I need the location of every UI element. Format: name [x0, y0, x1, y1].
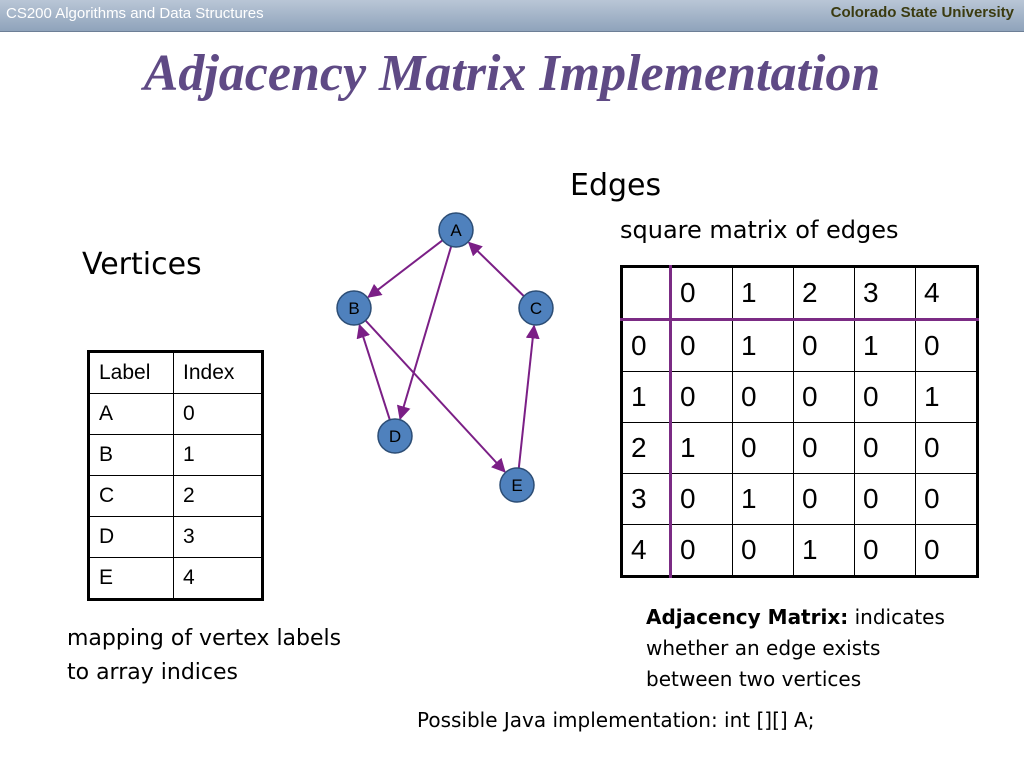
graph-node-circle: [336, 290, 372, 326]
table-cell: B: [88, 434, 174, 476]
graph-node-a: A: [438, 212, 474, 248]
matrix-cell: 1: [915, 371, 978, 423]
matrix-row-header: 0: [621, 319, 672, 372]
graph-edge-c-a: [467, 241, 525, 297]
matrix-row: 0 0 1 0 1 0: [621, 319, 978, 372]
matrix-row-header: 4: [621, 524, 672, 577]
university-name: Colorado State University: [830, 4, 1014, 21]
matrix-column-header: 1: [732, 266, 794, 321]
matrix-header-row: 0 1 2 3 4: [621, 266, 978, 321]
adjacency-matrix-caption: Adjacency Matrix: indicates whether an e…: [646, 602, 956, 695]
course-name: CS200 Algorithms and Data Structures: [6, 5, 264, 22]
table-cell: C: [88, 475, 174, 517]
graph-edges: [356, 239, 540, 473]
graph-node-b: B: [336, 290, 372, 326]
matrix-column-header: 4: [915, 266, 978, 321]
matrix-cell: 0: [732, 422, 794, 474]
table-row: D 3: [88, 516, 263, 558]
matrix-cell: 0: [854, 524, 916, 577]
matrix-cell: 1: [854, 319, 916, 372]
graph-nodes: A B C D E: [336, 212, 554, 503]
table-row: B 1: [88, 434, 263, 476]
matrix-cell: 1: [793, 524, 855, 577]
vertex-index-table: Label Index A 0 B 1 C 2 D 3 E 4: [87, 350, 264, 601]
matrix-row: 1 0 0 0 0 1: [621, 371, 978, 423]
table-cell: A: [88, 393, 174, 435]
matrix-cell: 0: [732, 524, 794, 577]
edges-subheading: square matrix of edges: [620, 216, 899, 244]
matrix-row-header: 1: [621, 371, 672, 423]
vertex-mapping-caption: mapping of vertex labels to array indice…: [67, 626, 342, 685]
column-header: Label: [88, 351, 174, 394]
table-row: E 4: [88, 557, 263, 600]
graph-node-label: A: [450, 221, 462, 240]
matrix-cell: 1: [732, 319, 794, 372]
table-cell: 3: [173, 516, 263, 558]
graph-edge-a-b: [367, 239, 444, 298]
graph-node-label: E: [511, 476, 522, 495]
graph-node-circle: [518, 290, 554, 326]
matrix-cell: 0: [915, 319, 978, 372]
matrix-cell: 1: [670, 422, 733, 474]
matrix-row-header: 3: [621, 473, 672, 525]
graph-node-label: D: [389, 427, 401, 446]
graph-node-e: E: [499, 467, 535, 503]
matrix-cell: 0: [793, 319, 855, 372]
graph-node-circle: [499, 467, 535, 503]
matrix-row: 4 0 0 1 0 0: [621, 524, 978, 577]
matrix-cell: 0: [915, 422, 978, 474]
matrix-row: 2 1 0 0 0 0: [621, 422, 978, 474]
graph-edge-d-b: [356, 323, 391, 421]
graph-edge-e-c: [517, 324, 540, 469]
graph-node-d: D: [377, 418, 413, 454]
table-cell: E: [88, 557, 174, 600]
slide-header: CS200 Algorithms and Data Structures Col…: [0, 0, 1024, 32]
adjacency-matrix-table: 0 1 2 3 4 0 0 1 0 1 0 1 0 0 0 0 1 2 1 0 …: [620, 265, 979, 578]
vertices-heading: Vertices: [82, 247, 202, 282]
graph-node-label: B: [348, 299, 359, 318]
graph-node-circle: [438, 212, 474, 248]
matrix-cell: 0: [670, 371, 733, 423]
matrix-column-header: 3: [854, 266, 916, 321]
edges-heading: Edges: [570, 168, 662, 203]
graph-node-label: C: [530, 299, 542, 318]
slide-title: Adjacency Matrix Implementation: [143, 45, 881, 102]
graph-node-circle: [377, 418, 413, 454]
matrix-cell: 0: [670, 473, 733, 525]
graph-edge-a-d: [396, 246, 453, 421]
matrix-corner-cell: [621, 266, 672, 321]
graph-node-c: C: [518, 290, 554, 326]
table-cell: 4: [173, 557, 263, 600]
matrix-cell: 0: [915, 473, 978, 525]
matrix-cell: 0: [793, 371, 855, 423]
matrix-cell: 0: [915, 524, 978, 577]
matrix-cell: 0: [793, 422, 855, 474]
column-header: Index: [173, 351, 263, 394]
adjacency-caption-text: indicates whether an edge exists between…: [646, 605, 945, 691]
table-header-row: Label Index: [88, 351, 263, 394]
java-implementation-note: Possible Java implementation: int [][] A…: [417, 708, 815, 732]
graph-edge-b-e: [364, 319, 506, 473]
matrix-row-header: 2: [621, 422, 672, 474]
adjacency-caption-term: Adjacency Matrix:: [646, 605, 849, 629]
matrix-column-header: 0: [670, 266, 733, 321]
